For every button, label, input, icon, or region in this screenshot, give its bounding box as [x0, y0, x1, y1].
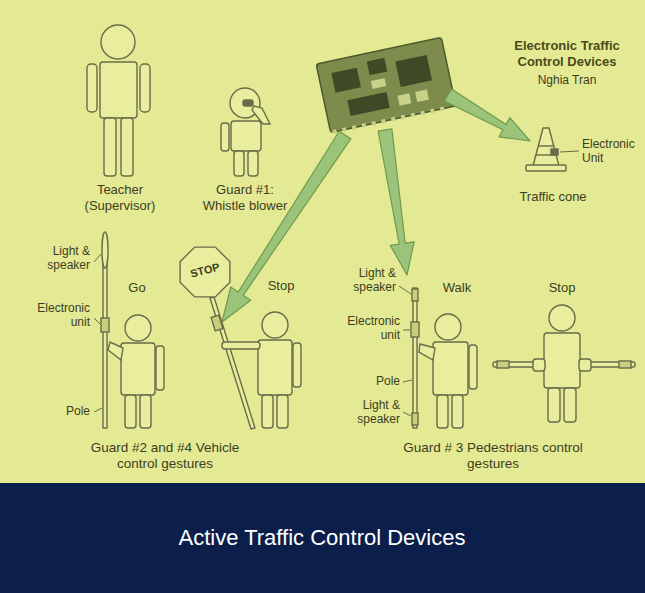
pointer-arrow [445, 89, 531, 141]
leader-line [94, 318, 100, 324]
pedestrian-stop-figure [493, 305, 635, 422]
gesture-label: Stop [537, 280, 587, 296]
diagram-title: Electronic Traffic Control Devices [497, 38, 637, 69]
go-guard-figure [101, 232, 164, 428]
part-label: Electronic unit [28, 301, 90, 330]
gesture-label: Go [117, 280, 157, 296]
leader-line [403, 380, 412, 382]
caption-band [0, 483, 645, 593]
leader-line [403, 412, 411, 416]
stop-guard-figure [180, 247, 301, 429]
leader-line [399, 286, 411, 294]
leader-line [560, 151, 579, 152]
circuit-board [316, 37, 456, 134]
part-label: Electronic Unit [582, 137, 640, 166]
gesture-label: Walk [432, 280, 482, 296]
part-label: Pole [338, 374, 400, 388]
figure-caption: Traffic cone [503, 189, 603, 205]
part-label: Light & speaker [28, 244, 90, 273]
figure-caption: Guard #1: Whistle blower [195, 182, 295, 213]
walk-guard-figure [411, 288, 477, 428]
diagram-caption: Active Traffic Control Devices [22, 525, 622, 551]
leader-line [94, 408, 102, 412]
gesture-label: Stop [259, 278, 303, 294]
author-name: Nghia Tran [497, 73, 637, 87]
pointer-arrow [378, 129, 414, 275]
part-label: Pole [28, 404, 90, 418]
part-label: Light & speaker [336, 266, 396, 295]
part-label: Electronic unit [338, 314, 400, 343]
group-caption: Guard #2 and #4 Vehicle control gestures [70, 440, 260, 472]
group-caption: Guard # 3 Pedestrians control gestures [398, 440, 588, 472]
whistle-guard-figure [221, 88, 270, 176]
figure-caption: Teacher (Supervisor) [75, 182, 165, 213]
leader-line [94, 254, 101, 262]
teacher-figure [87, 25, 150, 176]
pointer-arrow [222, 131, 351, 322]
background [0, 0, 645, 483]
part-label: Light & speaker [338, 398, 400, 427]
leader-line [403, 330, 410, 331]
traffic-cone [526, 128, 566, 171]
